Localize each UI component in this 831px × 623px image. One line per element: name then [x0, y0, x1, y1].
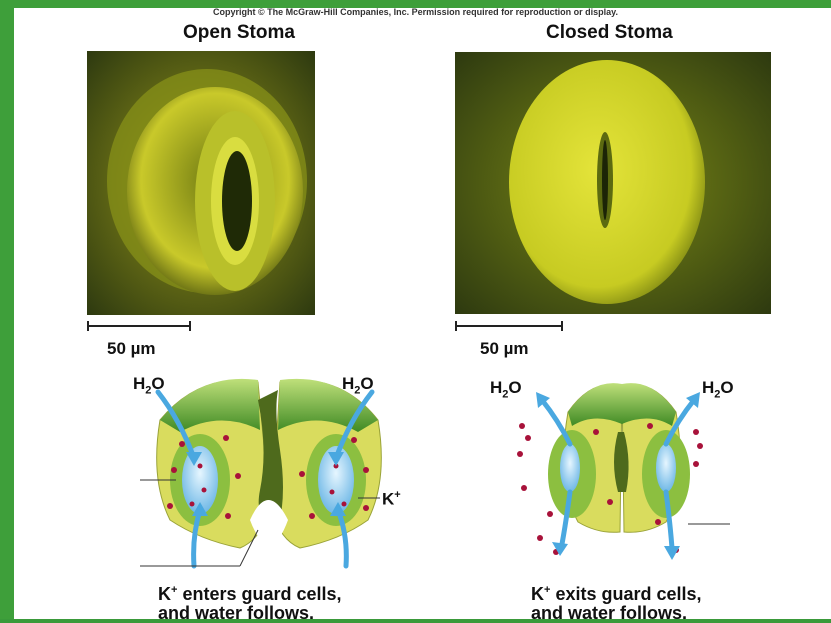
open-stoma-diagram	[140, 370, 400, 570]
copyright-notice: Copyright © The McGraw-Hill Companies, I…	[0, 7, 831, 17]
open-scale-label: 50 µm	[107, 339, 156, 359]
closed-h2o-right: H2O	[702, 378, 734, 400]
closed-stoma-micrograph	[455, 52, 771, 314]
open-stoma-title: Open Stoma	[183, 22, 295, 44]
open-caption: K+ enters guard cells, and water follows…	[158, 581, 342, 623]
open-stoma-micrograph	[87, 51, 315, 315]
closed-scale-label: 50 µm	[480, 339, 529, 359]
left-border	[0, 0, 14, 619]
closed-caption: K+ exits guard cells, and water follows.	[531, 581, 702, 623]
open-scale-bar	[86, 320, 194, 332]
closed-caption-line1: exits guard cells,	[550, 584, 701, 604]
closed-scale-bar	[454, 320, 566, 332]
open-h2o-left: H2O	[133, 374, 165, 396]
open-caption-line1: enters guard cells,	[177, 584, 341, 604]
closed-stoma-diagram	[500, 372, 740, 572]
open-caption-line2: and water follows.	[158, 604, 342, 623]
closed-caption-line2: and water follows.	[531, 604, 702, 623]
closed-h2o-left: H2O	[490, 378, 522, 400]
potassium-label: K+	[382, 489, 401, 510]
open-h2o-right: H2O	[342, 374, 374, 396]
closed-stoma-title: Closed Stoma	[546, 22, 673, 44]
